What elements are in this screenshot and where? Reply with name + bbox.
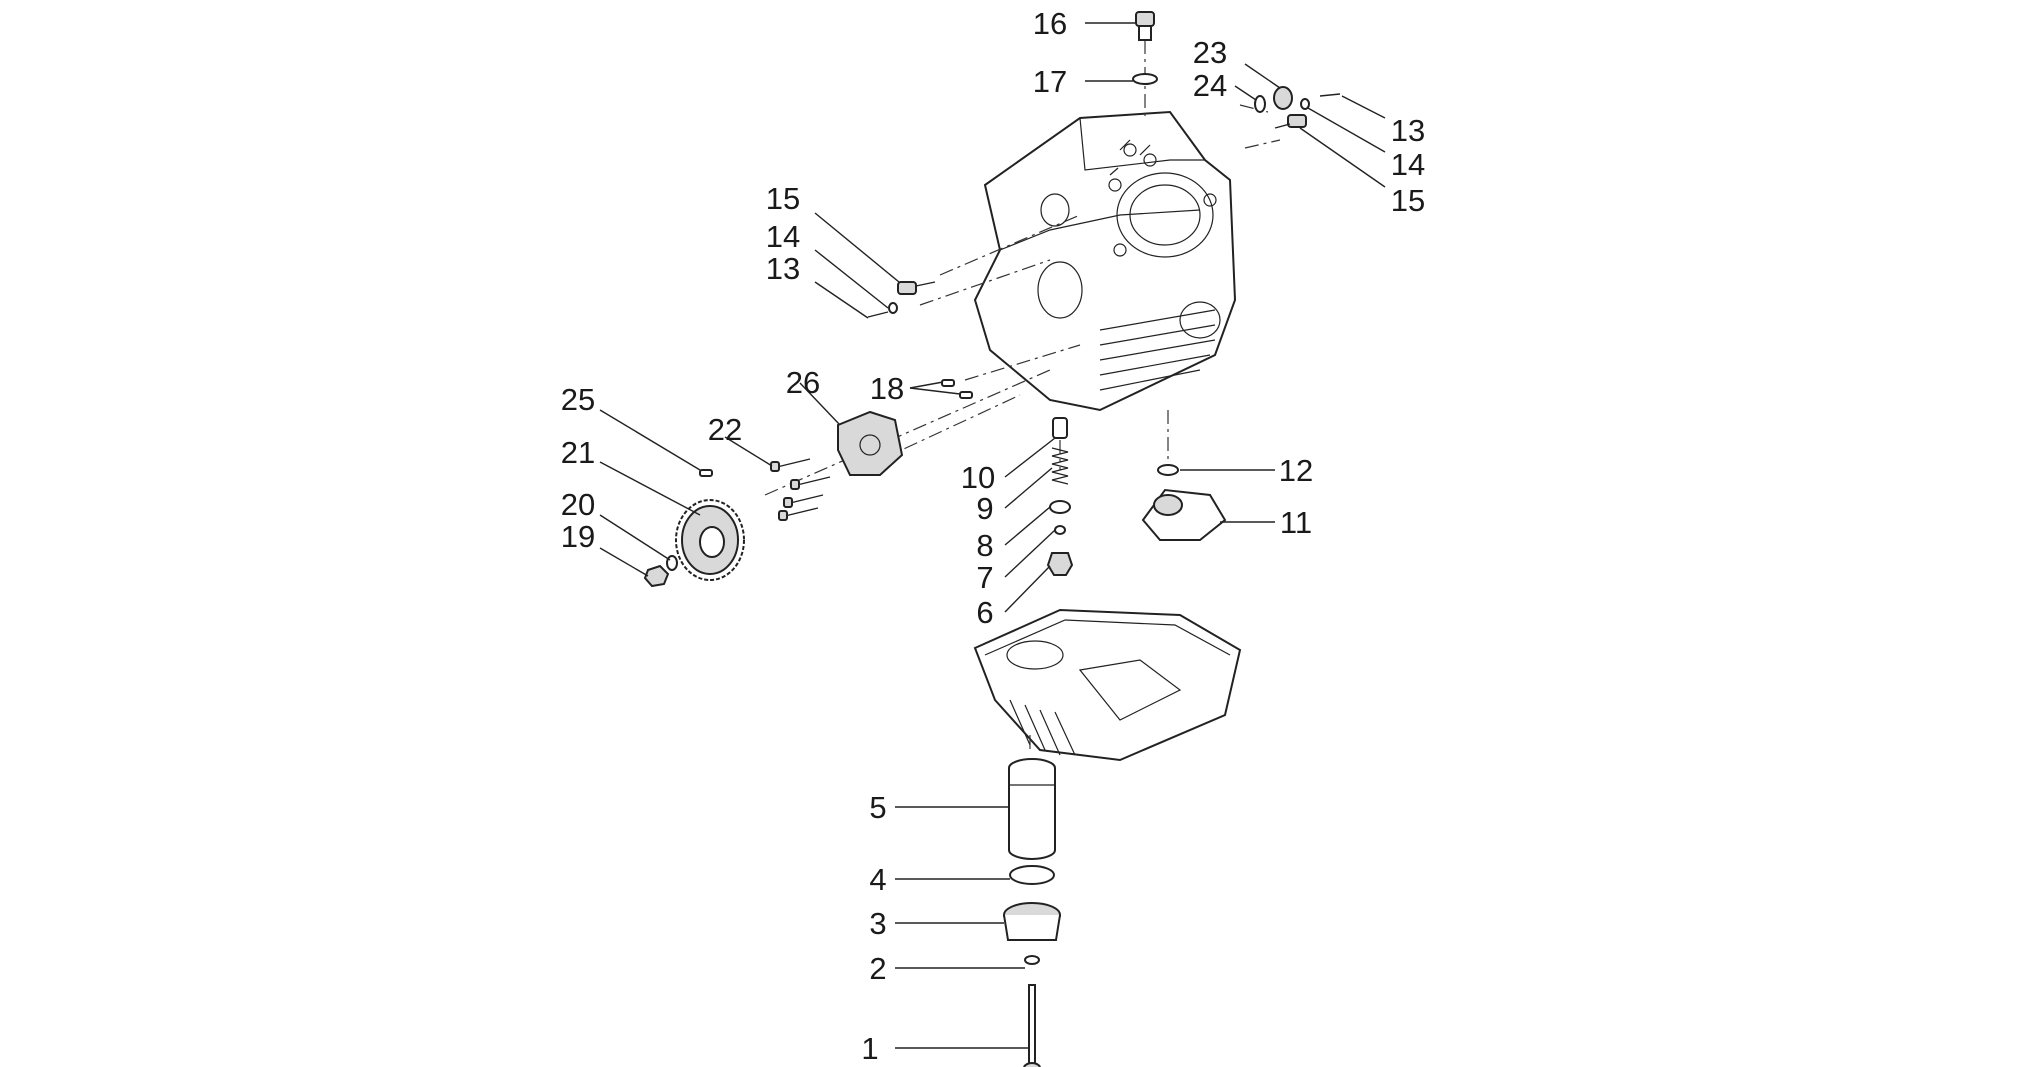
callout-14-left: 14 [766, 219, 800, 254]
oil-pan [973, 608, 1242, 762]
part-breather-plug [1135, 11, 1155, 41]
part-bolt-1 [1023, 984, 1041, 1067]
callout-15-right: 15 [1391, 183, 1425, 218]
part-washer-8 [1049, 500, 1071, 514]
part-washer-17 [1132, 73, 1158, 85]
part-oil-pump [837, 410, 904, 476]
part-key-25 [699, 469, 713, 477]
part-strainer-11 [1141, 488, 1227, 541]
callout-23: 23 [1193, 35, 1227, 70]
part-dowel-pins [941, 379, 973, 399]
part-bolts-22 [770, 458, 831, 521]
callout-18: 18 [870, 371, 904, 406]
callout-19: 19 [561, 519, 595, 554]
leader-lines [599, 22, 1386, 1049]
callout-7: 7 [976, 560, 993, 595]
part-filter-cover-3 [1003, 902, 1061, 941]
callout-10: 10 [961, 460, 995, 495]
callout-20: 20 [561, 487, 595, 522]
callout-13-right: 13 [1391, 113, 1425, 148]
callout-5: 5 [869, 790, 886, 825]
part-plug-6 [1046, 552, 1074, 576]
callout-2: 2 [869, 951, 886, 986]
part-washer-20 [666, 555, 678, 571]
callout-4: 4 [869, 862, 886, 897]
callout-15-left: 15 [766, 181, 800, 216]
part-nut-19 [643, 564, 670, 588]
callout-3: 3 [869, 906, 886, 941]
callout-26: 26 [786, 365, 820, 400]
part-valve-10 [1052, 417, 1068, 439]
assembly-axes [764, 40, 1281, 750]
callout-6: 6 [976, 595, 993, 630]
part-spring-9 [1051, 447, 1069, 485]
callout-8: 8 [976, 528, 993, 563]
part-filter-5 [1008, 758, 1056, 860]
callout-12: 12 [1279, 453, 1313, 488]
callout-11: 11 [1280, 505, 1312, 540]
part-gasket-12 [1157, 464, 1179, 476]
callout-17: 17 [1033, 64, 1067, 99]
callout-22: 22 [708, 412, 742, 447]
part-oring-24 [1254, 95, 1266, 113]
crankcase-housing [973, 110, 1237, 412]
callout-labels: 1 2 3 4 5 6 7 8 9 10 11 12 13 13 14 14 1… [561, 6, 1425, 1066]
callout-13-left: 13 [766, 251, 800, 286]
callout-16: 16 [1033, 6, 1067, 41]
callout-21: 21 [561, 435, 595, 470]
callout-25: 25 [561, 382, 595, 417]
part-oring-7 [1054, 525, 1066, 535]
part-gear-21 [675, 499, 745, 581]
part-screw-left [867, 281, 936, 318]
part-seal-4 [1009, 865, 1055, 885]
callout-1: 1 [861, 1031, 878, 1066]
callout-24: 24 [1193, 68, 1227, 103]
part-washer-2 [1024, 955, 1040, 965]
part-plug-23 [1273, 86, 1293, 110]
callout-14-right: 14 [1391, 147, 1425, 182]
callout-9: 9 [976, 491, 993, 526]
part-screw-right [1274, 93, 1341, 129]
